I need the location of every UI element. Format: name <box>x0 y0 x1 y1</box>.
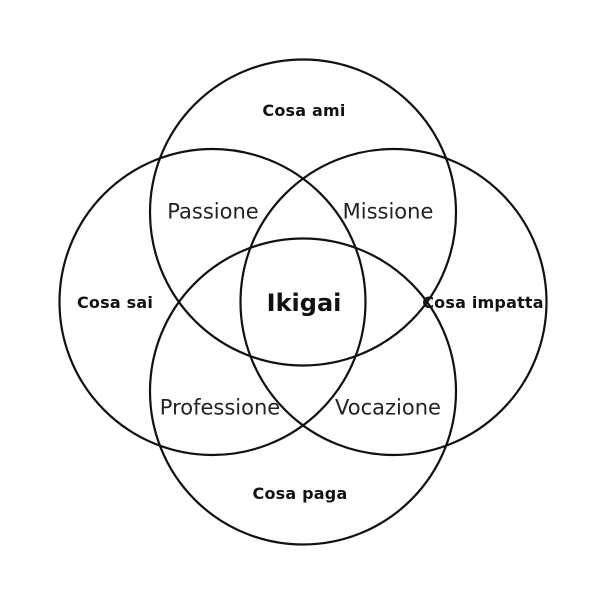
intersection-label-professione: Professione <box>159 395 281 420</box>
left-circle-label: Cosa sai <box>76 293 154 312</box>
center-label-ikigai: Ikigai <box>266 289 342 317</box>
right-circle <box>239 147 548 457</box>
bottom-circle <box>148 237 458 546</box>
left-circle <box>58 147 367 457</box>
top-circle <box>148 58 458 367</box>
intersection-label-vocazione: Vocazione <box>335 395 441 420</box>
right-circle-label: Cosa impatta <box>422 293 544 312</box>
intersection-label-missione: Missione <box>342 199 434 224</box>
top-circle-label: Cosa ami <box>262 101 346 120</box>
bottom-circle-label: Cosa paga <box>252 484 348 503</box>
intersection-label-passione: Passione <box>167 199 259 224</box>
